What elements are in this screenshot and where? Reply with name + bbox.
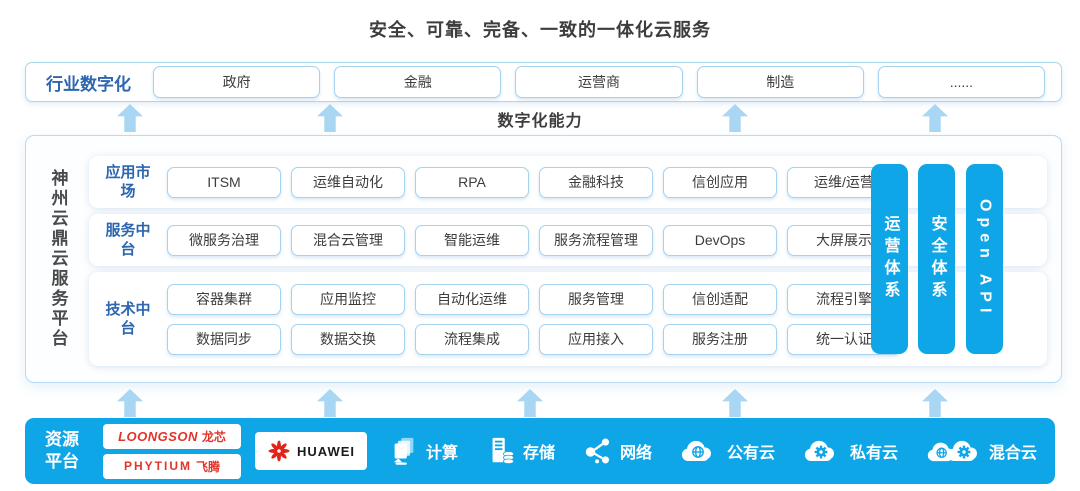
chip: 数据交换 [291,323,405,355]
chip: 应用接入 [539,323,653,355]
up-arrow-icon [117,389,143,417]
chip: 微服务治理 [167,224,281,256]
industry-item-more: ...... [877,66,1046,98]
chip: RPA [415,166,529,198]
platform-name: 神州云鼎云服务平台 [48,169,68,349]
cpu-vendor-logos: LOONGSON 龙芯 PHYTIUM 飞腾 [103,423,241,479]
industry-item-operator: 运营商 [515,66,683,98]
up-arrow-icon [722,389,748,417]
chip: 信创应用 [663,166,777,198]
huawei-logo: HUAWEI [255,432,367,470]
hybrid-cloud-icon [927,440,977,462]
resource-storage: 存储 [486,436,555,466]
industry-item-finance: 金融 [334,66,502,98]
industry-row: 行业数字化 政府 金融 运营商 制造 ...... [25,62,1062,102]
chip: 服务流程管理 [539,224,653,256]
industry-item-government: 政府 [153,66,321,98]
private-cloud-icon [804,440,834,461]
phytium-logo: PHYTIUM 飞腾 [103,453,241,479]
resource-hybrid-cloud: 混合云 [926,437,1037,465]
chip: 运维自动化 [291,166,405,198]
chip: 信创适配 [663,283,777,315]
chip: 应用监控 [291,283,405,315]
public-cloud-icon [681,440,711,461]
chip: 服务管理 [539,283,653,315]
chip: ITSM [167,166,281,198]
chip: 智能运维 [415,224,529,256]
digital-capability-label: 数字化能力 [497,113,583,130]
pillar-security-system: 安全体系 [918,164,955,354]
chip: 金融科技 [539,166,653,198]
storage-icon [492,437,515,465]
huawei-flower-icon [268,440,290,462]
chip: 混合云管理 [291,224,405,256]
chip: 服务注册 [663,323,777,355]
compute-icon [393,437,414,465]
section-label: 应用市场 [105,163,151,201]
platform-box: 神州云鼎云服务平台 应用市场 ITSM 运维自动化 RPA 金融科技 信创应用 … [25,135,1062,383]
up-arrow-icon [922,389,948,417]
industry-item-manufacturing: 制造 [696,66,864,98]
chip: 容器集群 [167,283,281,315]
section-label: 服务中台 [105,221,151,259]
up-arrow-icon [517,389,543,417]
resource-platform-label: 资源平台 [45,429,79,471]
resource-private-cloud: 私有云 [803,437,898,465]
chip: 自动化运维 [415,283,529,315]
resource-compute: 计算 [389,436,458,466]
industry-row-label: 行业数字化 [46,74,131,94]
pillar-operations-system: 运营体系 [871,164,908,354]
resource-platform-bar: 资源平台 LOONGSON 龙芯 PHYTIUM 飞腾 [25,418,1055,484]
chip: 数据同步 [167,323,281,355]
loongson-logo: LOONGSON 龙芯 [103,423,241,449]
resource-public-cloud: 公有云 [680,437,775,465]
pillar-open-api: Open API [966,164,1003,354]
network-icon [585,438,610,464]
up-arrow-icon [317,389,343,417]
chip: 流程集成 [415,323,529,355]
diagram-title: 安全、可靠、完备、一致的一体化云服务 [369,20,711,40]
resource-items: 计算 存储 [389,436,1037,466]
chip: DevOps [663,224,777,256]
section-label: 技术中台 [105,300,151,338]
resource-network: 网络 [583,436,652,466]
